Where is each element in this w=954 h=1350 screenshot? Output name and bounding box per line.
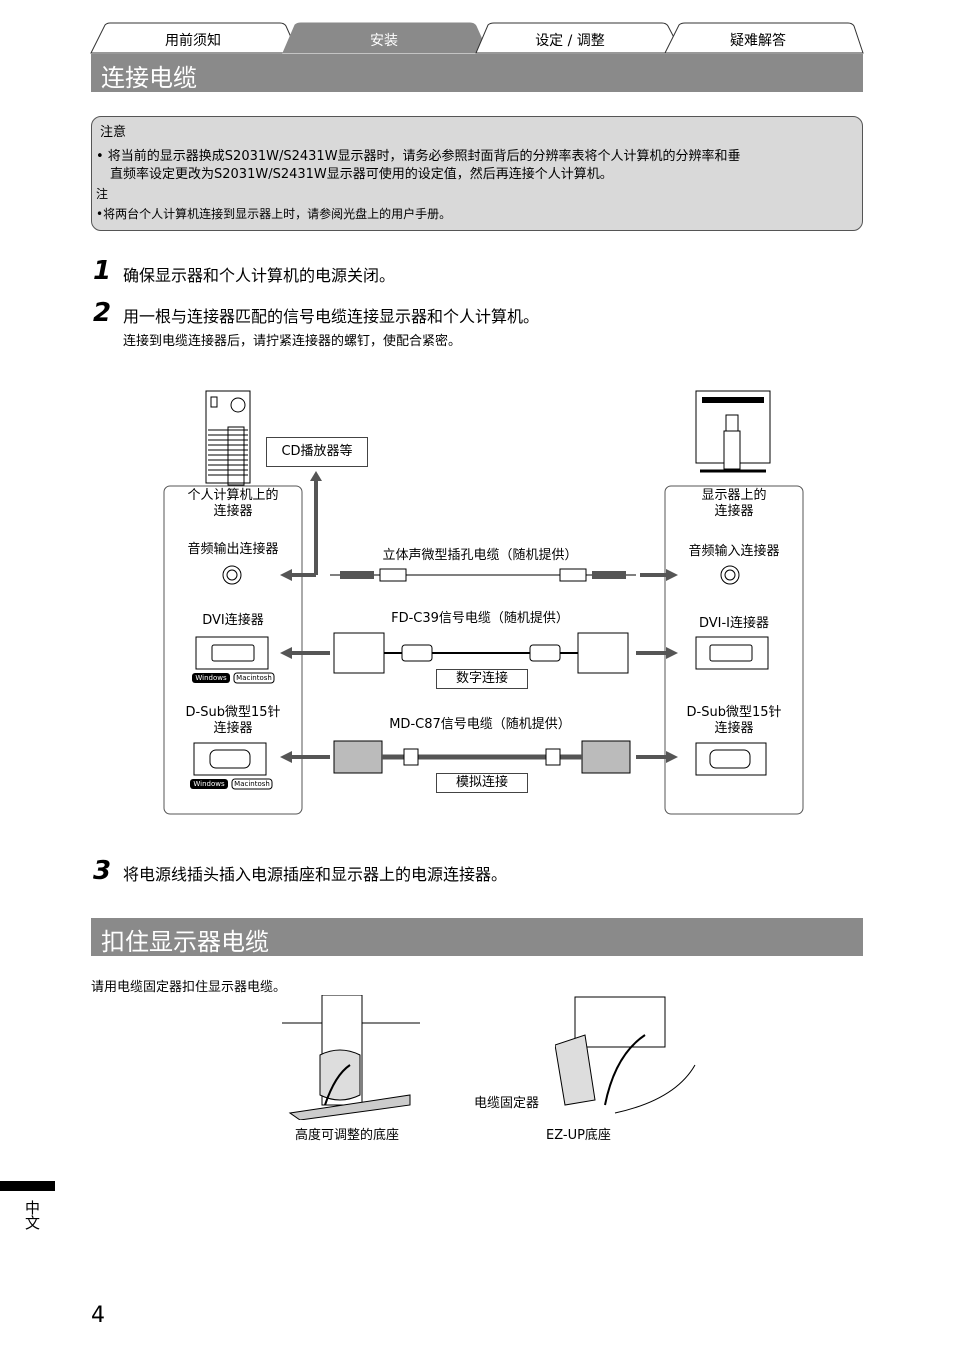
dvi-cable-label: FD-C39信号电缆（随机提供）: [391, 611, 569, 626]
dsub-pc-label-2: 连接器: [213, 721, 253, 736]
pc-title-1: 个人计算机上的: [187, 488, 279, 503]
section-title-bar: 连接电缆: [91, 54, 863, 92]
diagram-graphics: [163, 390, 804, 815]
notice-box: 注意 • 将当前的显示器换成S2031W/S2431W显示器时，请务必参照封面背…: [91, 116, 863, 231]
monitor-icon: [695, 390, 771, 473]
stand-1-caption: 高度可调整的底座: [295, 1128, 400, 1143]
notice-line-2: 直频率设定更改为S2031W/S2431W显示器可使用的设定值，然后再连接个人计…: [110, 167, 613, 182]
page-number: 4: [91, 1303, 105, 1328]
windows-badge-2: Windows: [193, 780, 225, 788]
dvi-monitor-label: DVI-I连接器: [698, 616, 770, 631]
analog-tag: 模拟连接: [436, 773, 528, 793]
step-2-subtext: 连接到电缆连接器后，请拧紧连接器的螺钉，使配合紧密。: [123, 334, 462, 349]
connection-diagram: CD播放器等 个人计算机上的 连接器 显示器上的 连接器 音频输出连接器 音频输…: [150, 385, 810, 825]
tab-installation[interactable]: 安装: [370, 33, 398, 49]
macintosh-badge: Macintosh: [236, 674, 272, 682]
cd-player-label: CD播放器等: [266, 437, 368, 467]
tab-settings[interactable]: 设定 / 调整: [535, 33, 605, 49]
step-3-number: 3: [93, 856, 112, 886]
tab-preface[interactable]: 用前须知: [165, 33, 221, 49]
note-line: •将两台个人计算机连接到显示器上时，请参阅光盘上的用户手册。: [96, 207, 452, 221]
section-title: 连接电缆: [101, 64, 197, 92]
language-marker-bar: [0, 1181, 55, 1191]
pc-tower-icon: [205, 390, 251, 486]
cable-holder-label: 电缆固定器: [474, 1096, 540, 1111]
monitor-title-2: 连接器: [714, 504, 754, 519]
dsub-cable-label: MD-C87信号电缆（随机提供）: [389, 717, 571, 732]
macintosh-badge-2: Macintosh: [234, 780, 270, 788]
audio-in-label: 音频输入连接器: [688, 544, 780, 559]
dsub-monitor-label-2: 连接器: [714, 721, 754, 736]
step-3-text: 将电源线插头插入电源插座和显示器上的电源连接器。: [123, 865, 508, 884]
pc-title-2: 连接器: [213, 504, 253, 519]
dsub-pc-label-1: D-Sub微型15针: [185, 705, 281, 720]
audio-cable-label: 立体声微型插孔电缆（随机提供）: [382, 548, 578, 563]
section-2-title: 扣住显示器电缆: [101, 928, 269, 956]
height-adjustable-stand-illustration: [282, 995, 420, 1120]
tab-troubleshooting[interactable]: 疑难解答: [730, 33, 786, 49]
stand-2-caption: EZ-UP底座: [546, 1128, 611, 1143]
step-2-number: 2: [93, 298, 112, 328]
tab-shapes: [90, 22, 864, 54]
monitor-title-1: 显示器上的: [701, 488, 767, 503]
audio-out-label: 音频输出连接器: [187, 542, 279, 557]
notice-line-1: • 将当前的显示器换成S2031W/S2431W显示器时，请务必参照封面背后的分…: [96, 149, 741, 164]
digital-tag: 数字连接: [436, 669, 528, 689]
language-label: 中文: [23, 1200, 41, 1230]
section-2-text: 请用电缆固定器扣住显示器电缆。: [91, 980, 287, 995]
step-1-number: 1: [93, 256, 112, 286]
ez-up-stand-illustration: [555, 996, 696, 1114]
tab-bar: 用前须知 安装 设定 / 调整 疑难解答: [90, 22, 864, 54]
section-2-title-bar: 扣住显示器电缆: [91, 918, 863, 956]
note-heading: 注: [96, 187, 109, 201]
windows-badge: Windows: [195, 674, 227, 682]
dsub-monitor-label-1: D-Sub微型15针: [686, 705, 782, 720]
step-2-text: 用一根与连接器匹配的信号电缆连接显示器和个人计算机。: [123, 307, 540, 326]
step-1-text: 确保显示器和个人计算机的电源关闭。: [123, 266, 396, 285]
notice-heading: 注意: [100, 125, 127, 140]
dvi-pc-label: DVI连接器: [202, 613, 264, 628]
